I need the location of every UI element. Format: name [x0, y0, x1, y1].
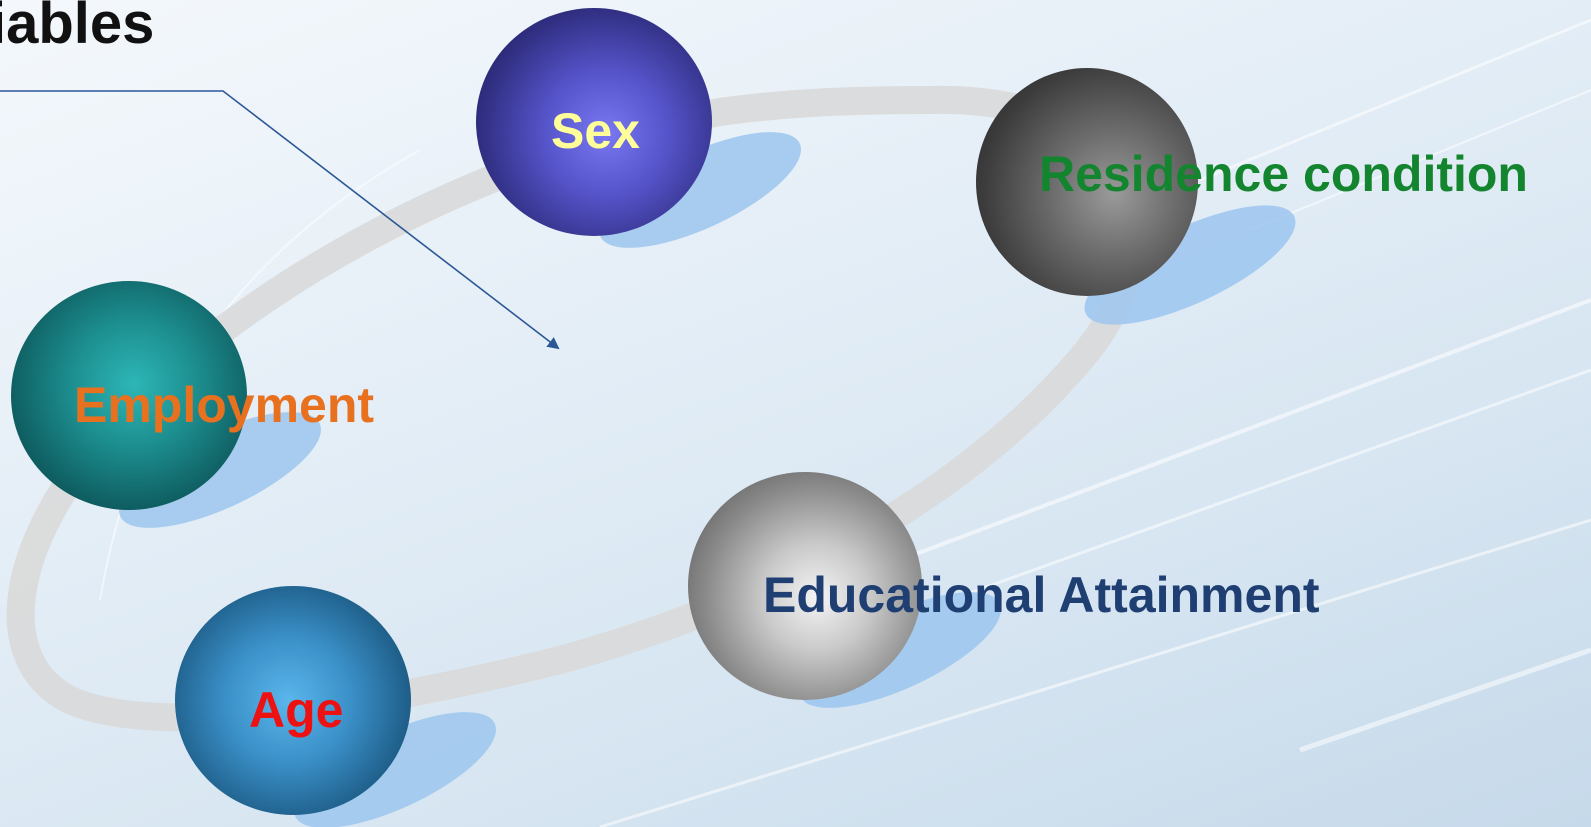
sex-sphere: [476, 8, 712, 236]
employment-label: Employment: [74, 377, 375, 433]
age-label: Age: [249, 682, 344, 738]
age-sphere: [175, 586, 411, 815]
residence-condition-label: Residence condition: [1039, 146, 1528, 202]
sex-label: Sex: [551, 103, 640, 159]
connector-arrow: [0, 90, 560, 350]
residence-sphere: [976, 68, 1198, 296]
educational-attainment-label: Educational Attainment: [763, 567, 1320, 623]
education-sphere: [688, 472, 922, 700]
employment-sphere: [11, 281, 247, 510]
slide-title: iables: [0, 0, 155, 56]
